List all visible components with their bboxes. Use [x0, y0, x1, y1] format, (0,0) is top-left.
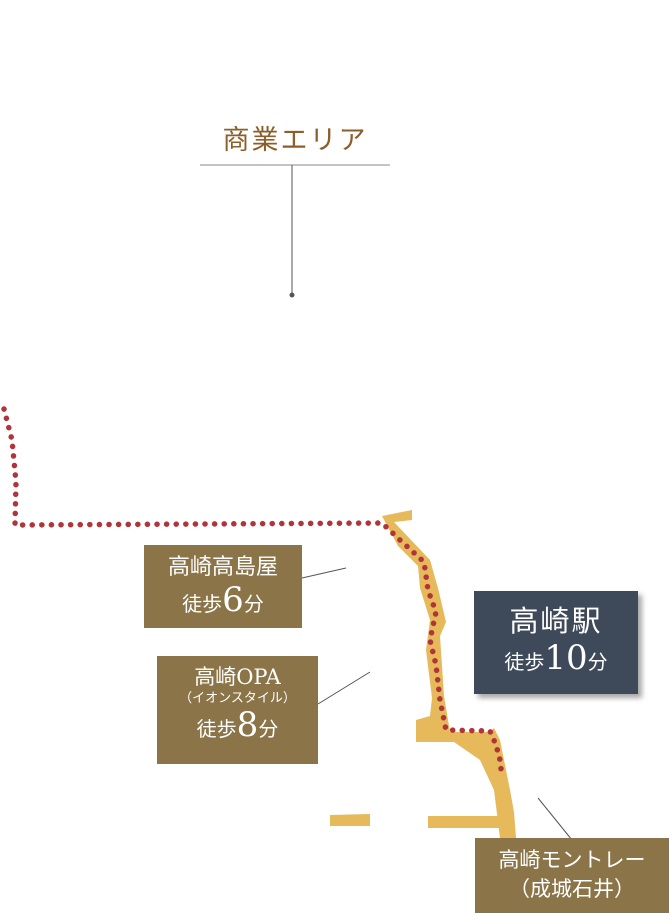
leader-opa — [317, 671, 371, 705]
walk-prefix: 徒歩 — [182, 592, 223, 616]
station-walk-time: 徒歩10分 — [474, 641, 638, 685]
leader-takashimaya — [301, 567, 347, 579]
walk-prefix: 徒歩 — [196, 717, 237, 741]
label-opa: 高崎OPA （イオンスタイル） 徒歩8分 — [157, 656, 318, 764]
montre-name: 高崎モントレー — [498, 848, 646, 872]
station-building-lower — [428, 816, 512, 828]
walking-route — [1, 406, 505, 781]
walk-minutes: 8 — [236, 705, 259, 745]
title-pointer-dot — [289, 292, 295, 298]
opa-name: 高崎OPA — [194, 665, 281, 689]
walk-minutes: 10 — [544, 638, 588, 678]
opa-subname: （イオンスタイル） — [179, 691, 296, 706]
station-platform-left — [330, 814, 370, 826]
walk-suffix: 分 — [243, 592, 264, 616]
label-takashimaya: 高崎高島屋 徒歩6分 — [144, 545, 302, 628]
opa-walk-time: 徒歩8分 — [157, 708, 318, 751]
takashimaya-name: 高崎高島屋 — [167, 555, 278, 580]
label-station: 高崎駅 徒歩10分 — [474, 591, 638, 694]
area-title: 商業エリア — [222, 125, 368, 156]
takashimaya-walk-time: 徒歩6分 — [144, 583, 302, 625]
montre-subname: （成城石井） — [509, 877, 635, 901]
station-name: 高崎駅 — [509, 604, 603, 638]
leader-montre — [537, 797, 573, 841]
label-montre: 高崎モントレー （成城石井） — [475, 838, 669, 913]
walk-prefix: 徒歩 — [504, 650, 545, 674]
station-building-main — [382, 510, 516, 838]
walk-suffix: 分 — [258, 717, 279, 741]
walk-minutes: 6 — [222, 580, 244, 620]
walk-suffix: 分 — [587, 650, 608, 674]
